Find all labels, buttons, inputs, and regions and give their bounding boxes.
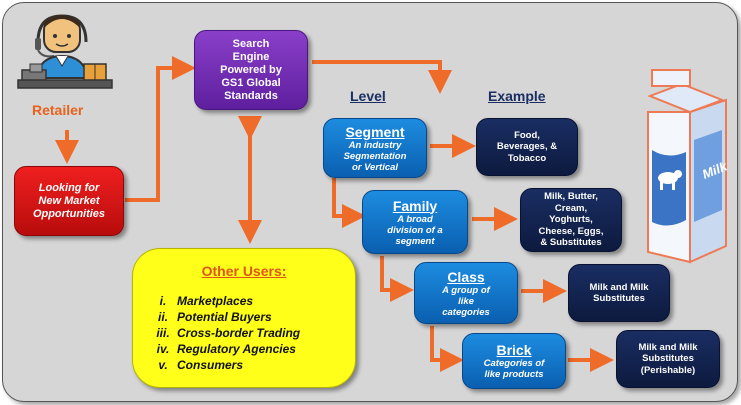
brick-example-line: Milk and Milk (638, 341, 698, 353)
other-users-list: i. Marketplaces ii. Potential Buyers iii. C… (149, 293, 300, 373)
brick-box: Brick Categories of like products (462, 333, 566, 389)
red-box-line: Opportunities (32, 207, 106, 220)
brick-example-line: Substitutes (642, 353, 694, 365)
list-item-text: Marketplaces (177, 294, 254, 308)
family-example-line: Milk, Butter, (544, 191, 598, 203)
family-example-line: Yoghurts, (549, 214, 593, 226)
list-item-number: i. (159, 294, 167, 308)
segment-example-line: Beverages, & (496, 141, 558, 153)
segment-example-box: Food, Beverages, & Tobacco (476, 118, 578, 176)
search-box-line: GS1 Global (221, 76, 281, 89)
family-box: Family A broad division of a segment (362, 190, 468, 254)
class-desc: categories (442, 306, 490, 318)
retailer-label: Retailer (32, 102, 84, 118)
family-example-line: Cheese, Eggs, (538, 225, 604, 237)
class-desc: like (458, 295, 474, 307)
list-item-text: Cross-border Trading (177, 326, 301, 340)
search-box-line: Search (232, 37, 270, 50)
class-box: Class A group of like categories (414, 262, 518, 324)
segment-box: Segment An industry Segmentation or Vert… (323, 118, 427, 178)
segment-desc: An industry (348, 139, 402, 151)
search-box-line: Powered by (220, 63, 282, 76)
list-item-number: ii. (157, 310, 168, 324)
list-item-number: v. (158, 358, 168, 372)
brick-desc: like products (484, 369, 544, 380)
arrow-red-to-search (125, 56, 196, 202)
list-item: i. Marketplaces (149, 293, 300, 309)
class-example-line: Milk and Milk (589, 281, 649, 293)
class-example-box: Milk and Milk Substitutes (568, 264, 670, 322)
list-item-text: Regulatory Agencies (177, 342, 296, 356)
class-example-line: Substitutes (593, 293, 645, 304)
arrow-search-to-levels (312, 60, 452, 94)
list-item-number: iii. (156, 326, 170, 340)
list-item-text: Potential Buyers (177, 310, 272, 324)
arrow-family-to-class (380, 256, 414, 302)
new-market-opportunities-box: Looking for New Market Opportunities (14, 166, 124, 236)
search-box-line: Engine (232, 50, 270, 63)
list-item-text: Consumers (177, 358, 244, 372)
family-example-line: Cream, (554, 202, 588, 214)
other-users-title: Other Users: (201, 263, 287, 279)
arrow-class-to-brick (430, 326, 464, 372)
family-example-box: Milk, Butter, Cream, Yoghurts, Cheese, E… (520, 188, 622, 252)
other-users-box: Other Users: i. Marketplaces ii. Potential… (132, 248, 356, 388)
family-desc: A broad (397, 213, 433, 225)
brick-example-box: Milk and Milk Substitutes (Perishable) (616, 330, 720, 388)
brick-example-line: (Perishable) (640, 364, 696, 376)
family-title: Family (392, 197, 438, 214)
family-example-line: & Substitutes (540, 237, 602, 249)
red-box-line: New Market (38, 194, 100, 207)
segment-desc: Segmentation (343, 150, 407, 162)
segment-example-line: Food, (514, 129, 540, 141)
red-box-line: Looking for (38, 181, 100, 194)
list-item: v. Consumers (149, 357, 300, 373)
family-desc: division of a (387, 224, 443, 236)
search-engine-box: Search Engine Powered by GS1 Global Stan… (194, 30, 308, 110)
example-heading: Example (488, 88, 546, 104)
segment-desc: or Vertical (351, 161, 399, 173)
level-heading: Level (350, 88, 386, 104)
list-item: iii. Cross-border Trading (149, 325, 300, 341)
list-item-number: iv. (156, 342, 170, 356)
class-title: Class (447, 268, 485, 285)
search-box-line: Standards (224, 89, 278, 102)
list-item: iv. Regulatory Agencies (149, 341, 300, 357)
segment-title: Segment (345, 123, 405, 140)
brick-title: Brick (496, 342, 532, 358)
arrow-segment-to-family (332, 178, 366, 228)
class-desc: A group of (442, 284, 490, 296)
brick-desc: Categories of (483, 358, 545, 369)
segment-example-line: Tobacco (507, 152, 547, 164)
list-item: ii. Potential Buyers (149, 309, 300, 325)
family-desc: segment (395, 235, 435, 247)
